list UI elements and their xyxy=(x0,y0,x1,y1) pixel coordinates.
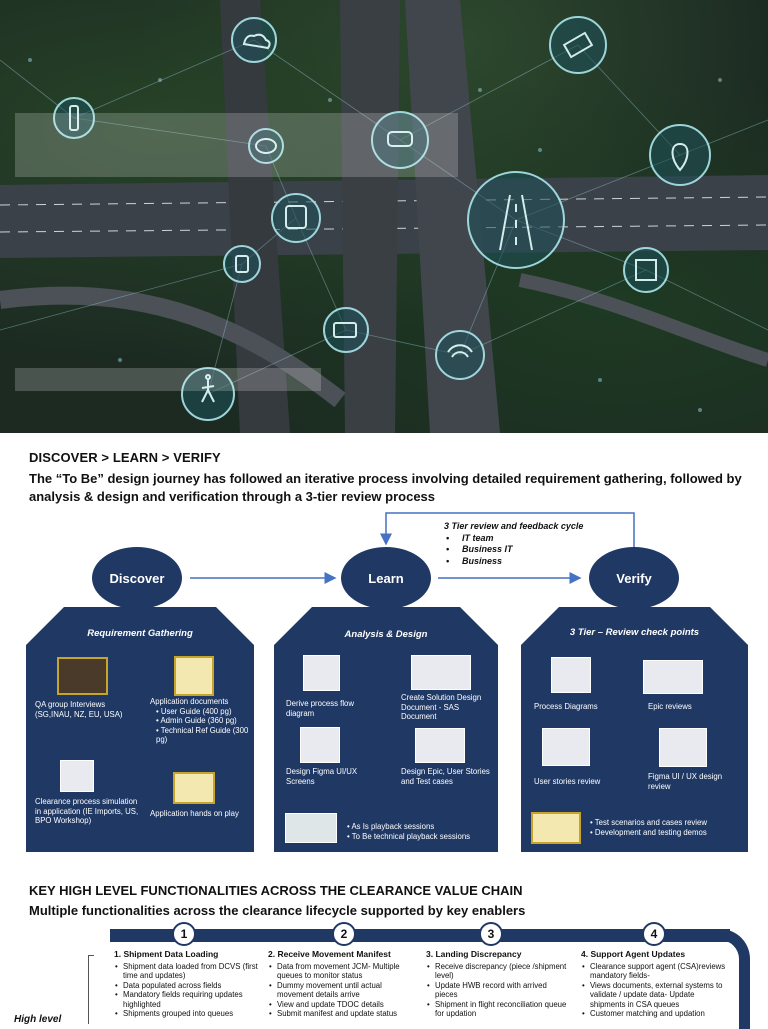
function-item: View and update TDOC details xyxy=(268,1000,418,1010)
qa-interviews-text: QA group Interviews (SG,INAU, NZ, EU, US… xyxy=(35,700,123,719)
function-item: Data populated across fields xyxy=(114,981,264,991)
function-column: 3. Landing Discrepancy Receive discrepan… xyxy=(426,949,571,1019)
function-title: 4. Support Agent Updates xyxy=(581,949,686,959)
function-item: Receive discrepancy (piece /shipment lev… xyxy=(426,962,571,981)
playback-list: As Is playback sessions To Be technical … xyxy=(347,822,497,841)
section2-heading: KEY HIGH LEVEL FUNCTIONALITIES ACROSS TH… xyxy=(29,883,523,898)
playback-item: As Is playback sessions xyxy=(347,822,497,832)
learn-panel-header xyxy=(274,607,498,645)
user-stories-text: User stories review xyxy=(534,777,601,786)
review-cycle-title: 3 Tier review and feedback cycle xyxy=(444,521,584,531)
app-doc-item: Technical Ref Guide (300 pg) xyxy=(156,726,250,745)
function-item: Shipments grouped into queues xyxy=(114,1009,264,1019)
section2-subheading: Multiple functionalities across the clea… xyxy=(29,903,526,918)
function-item: Views documents, external systems to val… xyxy=(581,981,731,1010)
verify-panel-header xyxy=(521,607,748,645)
process-diagrams-text: Process Diagrams xyxy=(534,702,598,711)
hero-image xyxy=(0,0,768,433)
side-label: High level xyxy=(14,1014,62,1025)
app-docs-block: Application documents User Guide (400 pg… xyxy=(150,697,250,745)
function-item: Mandatory fields requiring updates highl… xyxy=(114,990,264,1009)
app-doc-item: User Guide (400 pg) xyxy=(156,707,250,717)
app-doc-item: Admin Guide (360 pg) xyxy=(156,716,250,726)
function-column: 2. Receive Movement Manifest Data from m… xyxy=(268,949,418,1019)
simulation-thumbnail xyxy=(60,760,94,792)
function-item: Dummy movement until actual movement det… xyxy=(268,981,418,1000)
discover-panel-title: Requirement Gathering xyxy=(87,628,193,639)
stage-learn: Learn xyxy=(341,547,431,609)
feedback-loop-arrow xyxy=(380,512,635,547)
hero-overlay-block xyxy=(15,368,321,391)
tests-list: Test scenarios and cases review Developm… xyxy=(590,818,745,837)
function-column: 1. Shipment Data Loading Shipment data l… xyxy=(114,949,264,1019)
verify-panel-title: 3 Tier – Review check points xyxy=(569,627,700,638)
epic-thumbnail xyxy=(415,728,465,763)
stage-verify: Verify xyxy=(589,547,679,609)
figma-thumbnail xyxy=(300,727,340,763)
figma-review-thumbnail xyxy=(659,728,707,767)
step-number-badge: 3 xyxy=(479,922,503,946)
playback-thumbnail xyxy=(285,813,337,843)
hero-overlay-block xyxy=(15,113,458,177)
document-thumbnail xyxy=(174,656,214,696)
review-cycle-item: Business xyxy=(446,556,583,568)
app-screenshot-thumbnail xyxy=(57,657,108,695)
function-item: Shipment in flight reconciliation queue … xyxy=(426,1000,571,1019)
function-item: Clearance support agent (CSA)reviews man… xyxy=(581,962,731,981)
app-docs-title: Application documents xyxy=(150,697,229,706)
process-diagram-thumbnail xyxy=(551,657,591,693)
function-item: Data from movement JCM- Multiple queues … xyxy=(268,962,418,981)
section-subheading: The “To Be” design journey has followed … xyxy=(29,471,742,504)
value-chain-band xyxy=(110,929,730,942)
flow-arrows xyxy=(190,512,635,584)
function-title: 2. Receive Movement Manifest xyxy=(268,949,391,959)
function-item: Customer matching and updation xyxy=(581,1009,731,1019)
sas-doc-thumbnail xyxy=(411,655,471,690)
step-number-badge: 2 xyxy=(332,922,356,946)
process-flow-text: Derive process flow diagram xyxy=(286,699,355,718)
discover-panel-header xyxy=(26,607,254,645)
function-title: 3. Landing Discrepancy xyxy=(426,949,522,959)
function-item: Update HWB record with arrived pieces xyxy=(426,981,571,1000)
function-item: Submit manifest and update status xyxy=(268,1009,418,1019)
test-item: Test scenarios and cases review xyxy=(590,818,745,828)
user-stories-thumbnail xyxy=(542,728,590,766)
flow-diagram-thumbnail xyxy=(303,655,340,691)
function-column: 4. Support Agent Updates Clearance suppo… xyxy=(581,949,731,1019)
epic-reviews-text: Epic reviews xyxy=(648,702,692,711)
figma-text: Design Figma UI/UX Screens xyxy=(286,767,358,786)
review-cycle-item: Business IT xyxy=(446,544,583,556)
hands-on-text: Application hands on play xyxy=(150,809,239,818)
review-cycle-note: 3 Tier review and feedback cycle IT team… xyxy=(444,521,583,567)
epic-review-thumbnail xyxy=(643,660,703,694)
value-chain-band-end xyxy=(710,929,750,1029)
epic-text: Design Epic, User Stories and Test cases xyxy=(401,767,490,786)
function-item: Shipment data loaded from DCVS (first ti… xyxy=(114,962,264,981)
bracket-line xyxy=(88,955,94,1024)
sas-doc-text: Create Solution Design Document - SAS Do… xyxy=(401,693,482,721)
learn-panel-title: Analysis & Design xyxy=(344,629,428,640)
step-number-badge: 4 xyxy=(642,922,666,946)
review-cycle-item: IT team xyxy=(446,533,583,545)
clearance-simulation-text: Clearance process simulation in applicat… xyxy=(35,797,139,825)
function-title: 1. Shipment Data Loading xyxy=(114,949,219,959)
hands-on-thumbnail xyxy=(173,772,215,804)
smart-city-graphic xyxy=(0,0,768,433)
playback-item: To Be technical playback sessions xyxy=(347,832,497,842)
test-item: Development and testing demos xyxy=(590,828,745,838)
section-heading: DISCOVER > LEARN > VERIFY xyxy=(29,450,221,465)
stage-discover: Discover xyxy=(92,547,182,609)
step-number-badge: 1 xyxy=(172,922,196,946)
figma-review-text: Figma UI / UX design review xyxy=(648,772,723,791)
tests-thumbnail xyxy=(531,812,581,844)
